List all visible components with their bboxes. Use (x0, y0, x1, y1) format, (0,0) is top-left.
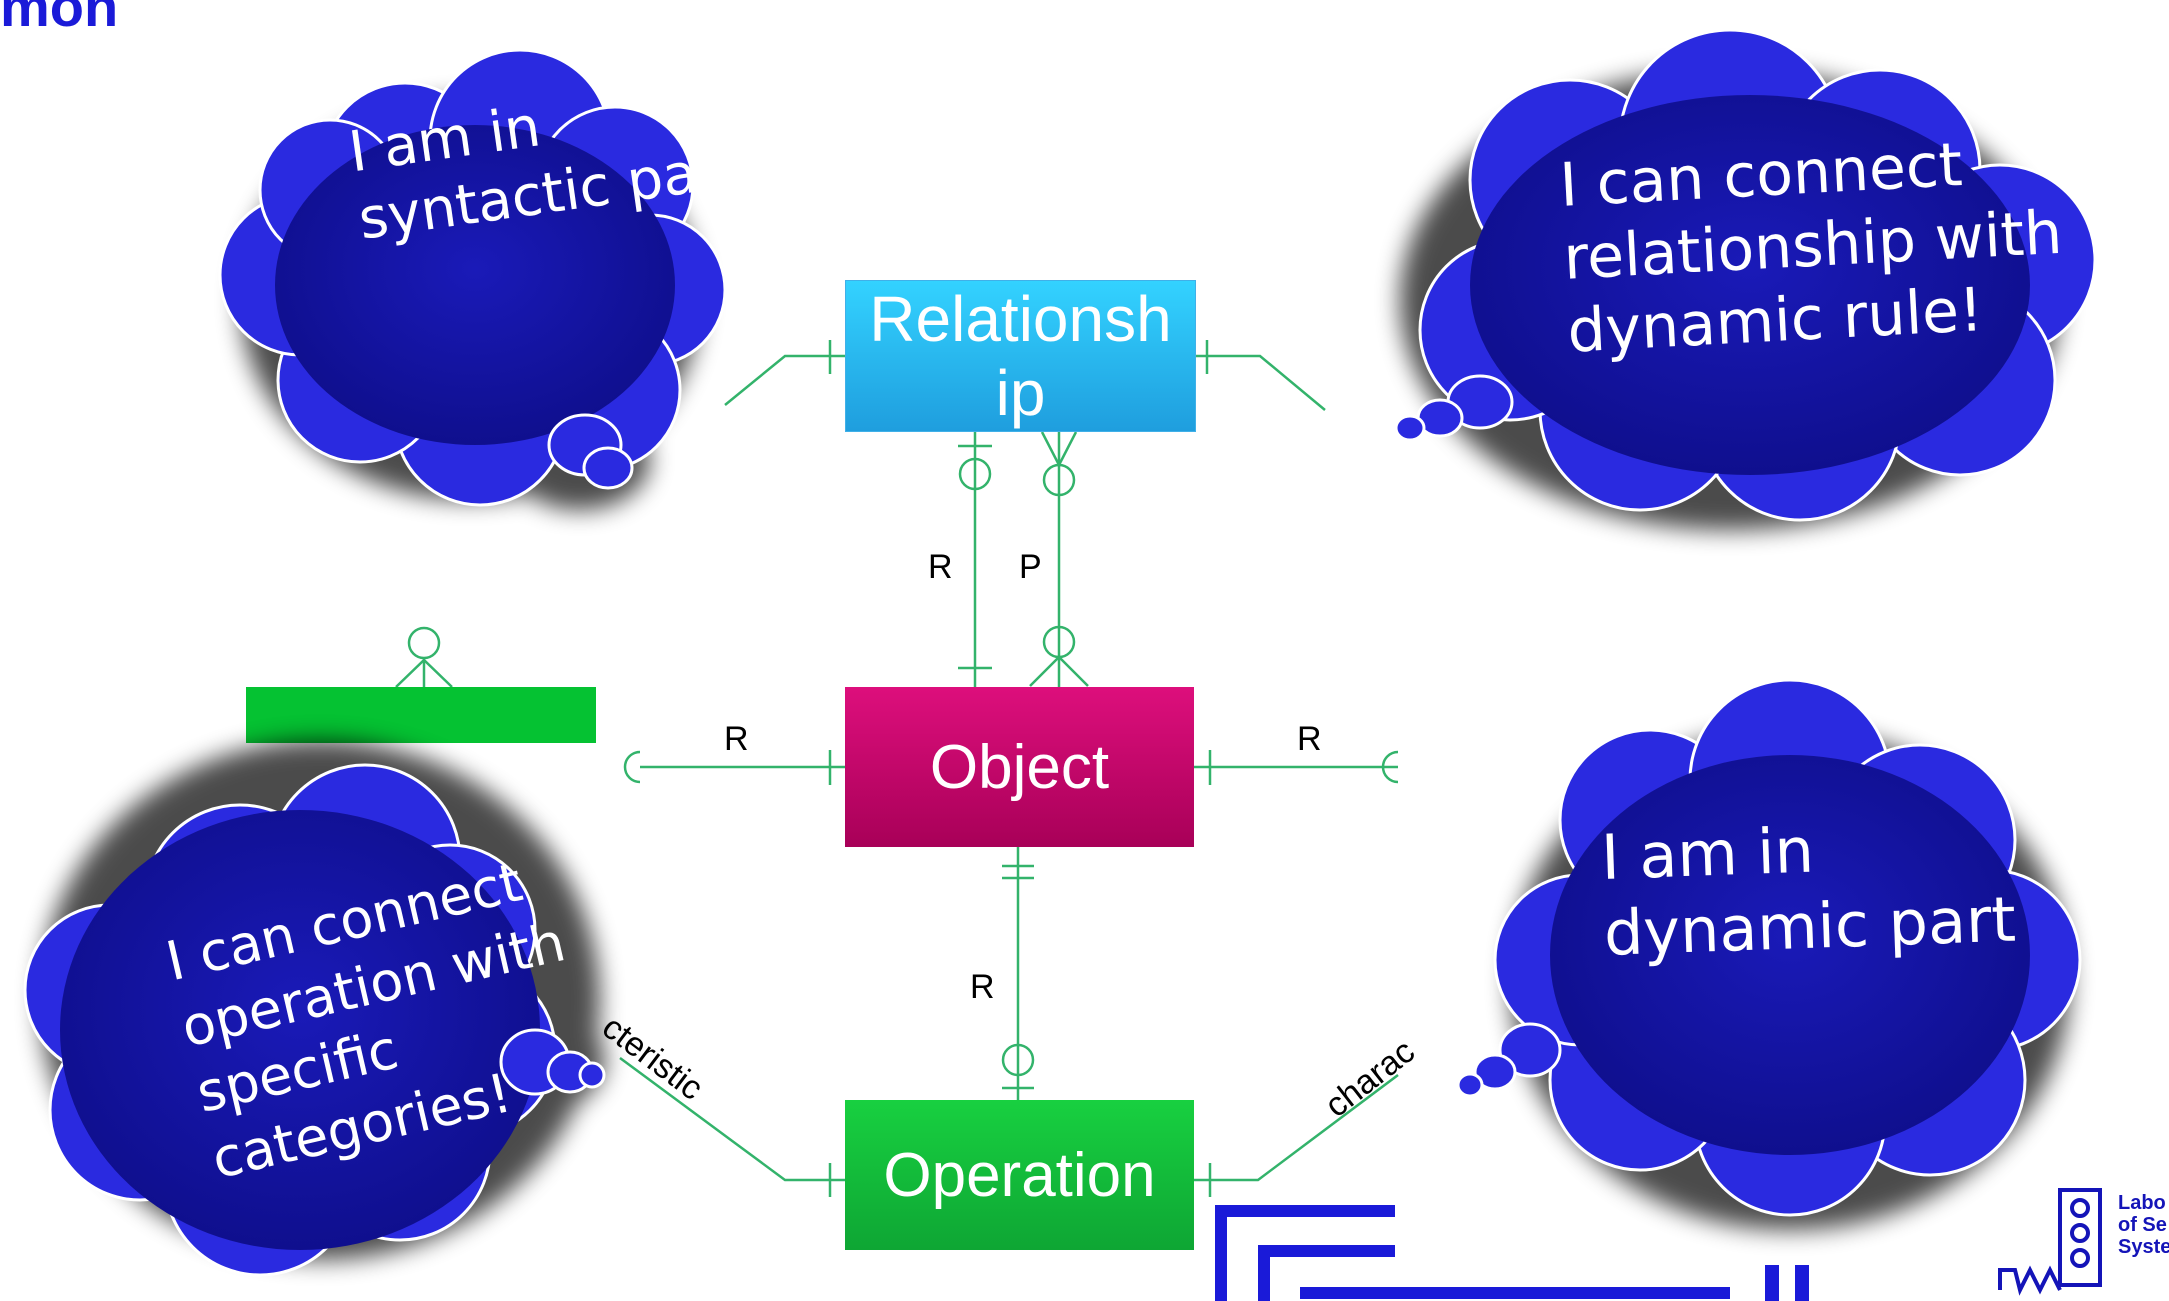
rel-obj-p-top-circle (1042, 463, 1076, 497)
slide-title-fragment: mon (0, 0, 119, 38)
obj-op-circle (1001, 1043, 1035, 1077)
label-obj-left: R (724, 720, 749, 758)
object-entity[interactable]: Object (845, 687, 1194, 847)
lab-logo-icon (1998, 1188, 2102, 1296)
label-obj-right: R (1297, 720, 1322, 758)
lab-logo-text: Labo of Se Syste (2118, 1192, 2169, 1258)
decorative-lines (1215, 1205, 1809, 1301)
op-left-connector (619, 1056, 845, 1182)
cloud-syntactic (218, 48, 727, 510)
rel-right-connector (1194, 354, 1326, 411)
rel-obj-r-circle (958, 457, 992, 491)
rel-left-connector (724, 354, 845, 406)
cloud-text-dynamic-part: I am in dynamic part (1600, 813, 2017, 970)
label-obj-op: R (970, 968, 995, 1006)
cloud-text-dynamic-rule: I can connect relationship with dynamic … (1558, 129, 2064, 368)
cloud-dynamic-part (1456, 678, 2082, 1230)
relationship-entity[interactable]: Relationsh ip (845, 280, 1196, 432)
label-rel-obj-r: R (928, 548, 953, 586)
label-rel-obj-p: P (1019, 548, 1042, 586)
cloud-categories (23, 740, 606, 1277)
operation-entity[interactable]: Operation (845, 1100, 1194, 1250)
cloud-dynamic-rule (1394, 28, 2097, 530)
op-right-connector (1194, 1074, 1399, 1182)
green-entity-bar[interactable] (246, 687, 596, 743)
